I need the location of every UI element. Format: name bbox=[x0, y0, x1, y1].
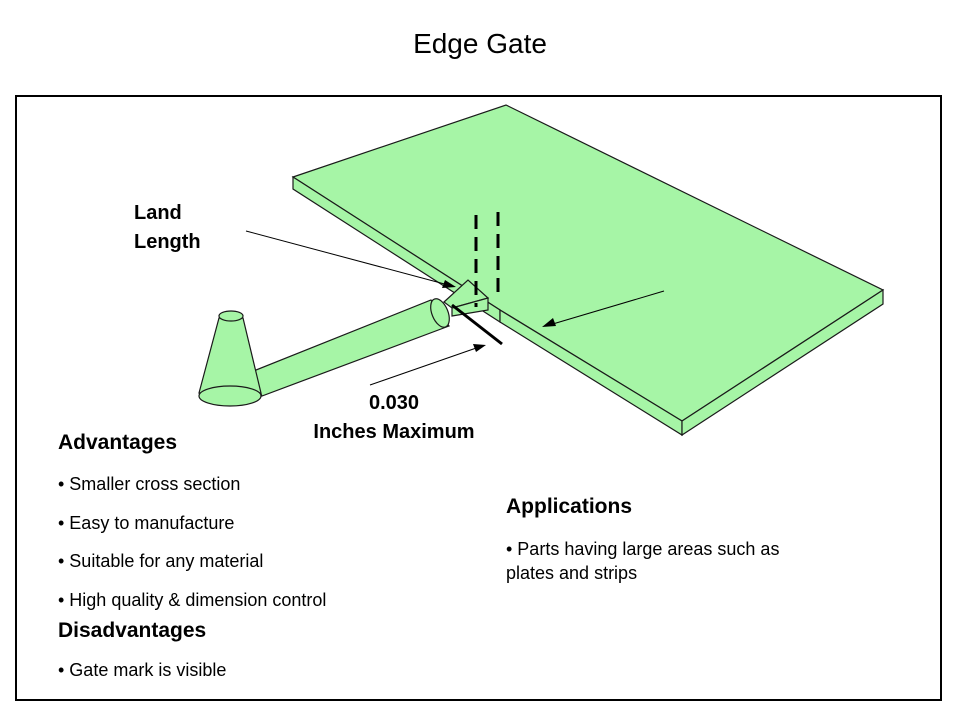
dimension-leader bbox=[369, 345, 483, 386]
disadvantage-item: • Gate mark is visible bbox=[58, 660, 227, 680]
diagram-frame bbox=[15, 95, 942, 701]
sprue-cone bbox=[198, 317, 262, 394]
plate-right-face bbox=[681, 288, 884, 437]
application-item-line2: plates and strips bbox=[506, 563, 638, 583]
dimension-arrowhead bbox=[473, 344, 486, 352]
advantage-item: • Smaller cross section bbox=[58, 474, 241, 494]
runner bbox=[250, 299, 450, 397]
dimension-unit: Inches Maximum bbox=[313, 421, 475, 443]
land-length-label-line1: Land bbox=[134, 202, 182, 224]
gate-thickness-line bbox=[451, 303, 503, 346]
edge-leader bbox=[545, 290, 665, 327]
application-item: • Parts having large areas such as plate… bbox=[506, 537, 779, 585]
runner-end bbox=[430, 298, 450, 328]
applications-heading: Applications bbox=[506, 495, 633, 518]
advantage-item: • Suitable for any material bbox=[58, 551, 264, 571]
land-length-label: Land Length bbox=[134, 199, 201, 257]
land-length-label-line2: Length bbox=[134, 231, 201, 253]
dimension-label: 0.030 Inches Maximum bbox=[298, 389, 490, 447]
disadvantages-heading: Disadvantages bbox=[58, 619, 207, 642]
land-length-leader bbox=[245, 230, 453, 287]
sprue-base bbox=[198, 385, 262, 407]
application-item-line1: • Parts having large areas such as bbox=[506, 539, 780, 559]
advantage-item: • Easy to manufacture bbox=[58, 513, 235, 533]
land-length-arrowhead bbox=[442, 280, 456, 288]
edge-arrowhead bbox=[542, 318, 556, 327]
slide-title: Edge Gate bbox=[413, 28, 547, 59]
sprue-top bbox=[218, 310, 244, 322]
dimension-value: 0.030 bbox=[368, 392, 420, 414]
advantage-item: • High quality & dimension control bbox=[58, 590, 327, 610]
advantages-heading: Advantages bbox=[58, 431, 178, 454]
